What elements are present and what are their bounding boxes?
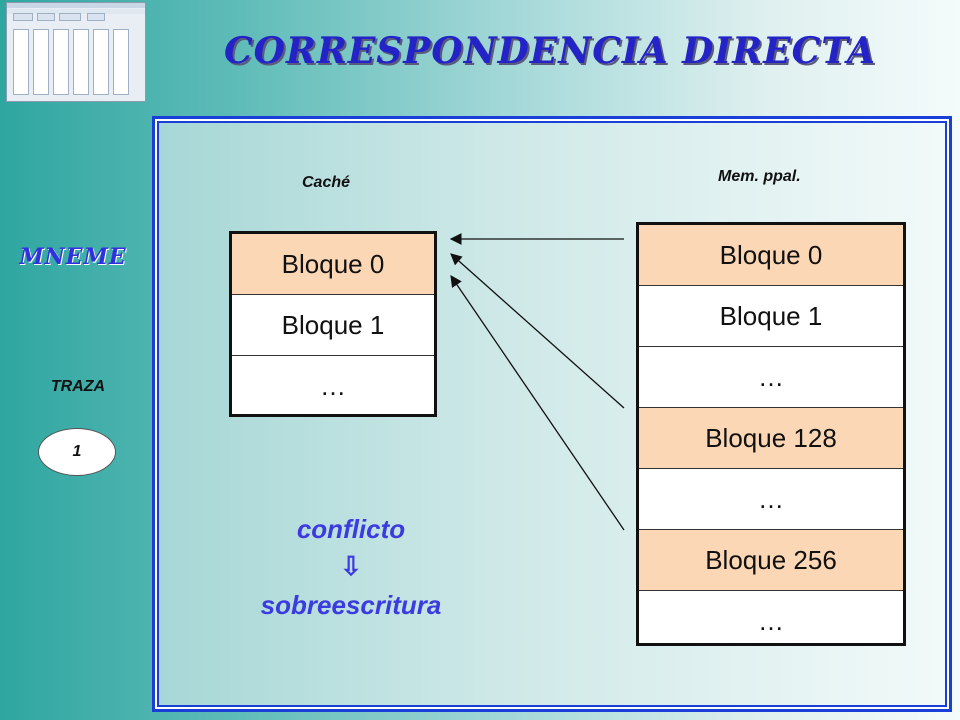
cache-block-row: Bloque 0 [232, 234, 434, 295]
memory-block-row: … [639, 469, 903, 530]
trace-label: TRAZA [50, 378, 106, 395]
overwrite-text: sobreescritura [260, 590, 442, 620]
memory-block-row: Bloque 256 [639, 530, 903, 591]
cache-block-row: … [320, 371, 346, 401]
conflict-text: conflicto [296, 514, 406, 544]
mapping-arrow [450, 275, 625, 531]
implies-arrow-icon: ⇩ [340, 551, 362, 581]
cache-block-row: Bloque 1 [232, 295, 434, 356]
memory-block-row: Bloque 1 [639, 286, 903, 347]
brand-logo-text: MNEME [19, 244, 127, 270]
memory-block-row: … [758, 606, 784, 636]
memory-block-row: Bloque 0 [639, 225, 903, 286]
memory-label: Mem. ppal. [718, 168, 801, 185]
app-screenshot-thumbnail [6, 2, 146, 102]
mapping-arrow [450, 253, 625, 409]
trace-number-badge: 1 [38, 428, 116, 476]
memory-block-row: … [639, 347, 903, 408]
memory-block-row: Bloque 128 [639, 408, 903, 469]
cache-label: Caché [302, 174, 351, 191]
page-title: CORRESPONDENCIA DIRECTA [224, 30, 876, 72]
